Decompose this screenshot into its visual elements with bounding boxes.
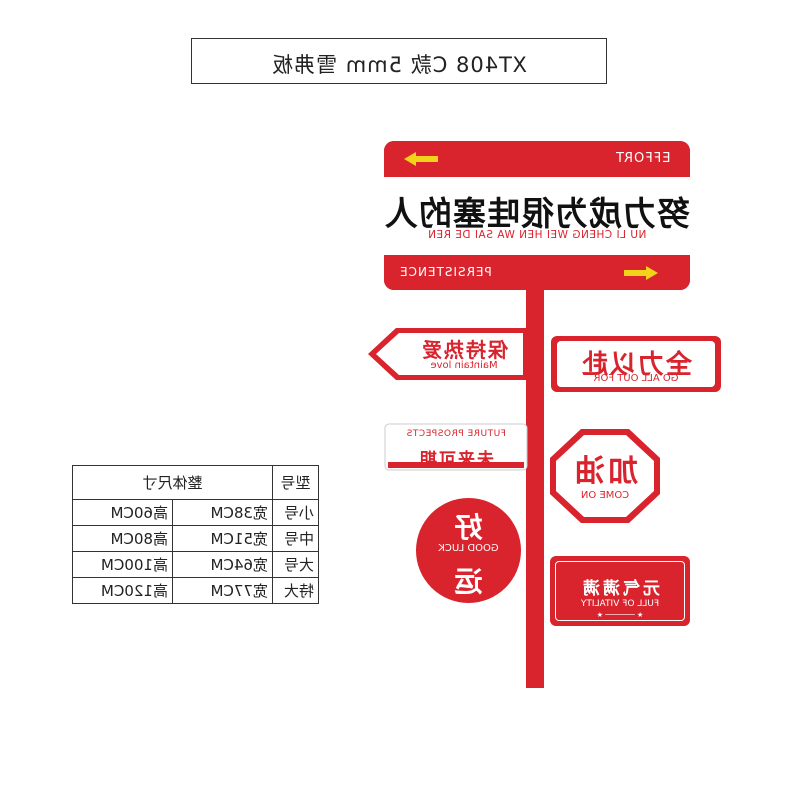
come-on-sign: 加油 COME ON — [549, 428, 661, 524]
cell-model: 中号 — [272, 525, 319, 552]
header-dimensions: 整体尺寸 — [72, 465, 273, 500]
keep-love-sign: 保持热爱 Maintain love — [366, 326, 530, 382]
vitality-english: FULL OF VITALITY — [580, 599, 660, 609]
main-sign-chinese: 努力成为很哇塞的人 — [384, 194, 690, 233]
arrow-left-icon — [404, 152, 438, 166]
cell-width: 宽51CM — [172, 525, 273, 552]
product-title-box: XT408 C款 5mm 雪弗板 — [191, 38, 607, 84]
come-on-english: COME ON — [580, 490, 630, 501]
effort-label: EFFORT — [614, 151, 670, 166]
sign-pole — [526, 285, 544, 688]
cell-width: 宽64CM — [172, 551, 273, 578]
all-out-panel: 全力以赴 GO ALL OUT FOR — [557, 341, 715, 387]
vitality-sign: 元气满满 FULL OF VITALITY ★ ─────── ★ — [550, 556, 690, 626]
table-row: 特大 宽77CM 高120CM — [72, 577, 319, 604]
all-out-english: GO ALL OUT FOR — [593, 373, 679, 384]
size-table: 型号 整体尺寸 小号 宽38CM 高60CM 中号 宽51CM 高80CM 大号… — [72, 465, 319, 604]
good-luck-top-char: 好 — [454, 511, 483, 544]
good-luck-english: GOOD LUCK — [438, 543, 499, 554]
table-row: 中号 宽51CM 高80CM — [72, 525, 319, 552]
arrow-sign-shape — [368, 328, 528, 380]
cell-width: 宽38CM — [172, 499, 273, 526]
cell-width: 宽77CM — [172, 577, 273, 604]
cell-model: 大号 — [272, 551, 319, 578]
future-english: FUTURE PROSPECTS — [406, 429, 506, 439]
cell-model: 小号 — [272, 499, 319, 526]
good-luck-bottom-char: 运 — [454, 565, 483, 598]
cell-height: 高120CM — [72, 577, 173, 604]
main-sign: EFFORT 努力成为很哇塞的人 NU LI CHENG WEI HEN WA … — [384, 141, 690, 290]
future-sign-shape — [384, 423, 528, 471]
table-header-row: 型号 整体尺寸 — [72, 465, 319, 500]
header-model: 型号 — [272, 465, 319, 500]
vitality-stars: ★ ─────── ★ — [596, 611, 644, 619]
table-row: 大号 宽64CM 高100CM — [72, 551, 319, 578]
main-sign-top-band: EFFORT — [384, 141, 690, 177]
arrow-right-icon — [624, 266, 658, 280]
keep-love-english: Maintain love — [430, 360, 498, 371]
future-chinese: 未来可期 — [418, 450, 494, 470]
cell-height: 高100CM — [72, 551, 173, 578]
all-out-sign: 全力以赴 GO ALL OUT FOR — [551, 336, 721, 392]
cell-height: 高60CM — [72, 499, 173, 526]
vitality-border: 元气满满 FULL OF VITALITY ★ ─────── ★ — [555, 561, 685, 621]
cell-model: 特大 — [272, 577, 319, 604]
cell-height: 高80CM — [72, 525, 173, 552]
good-luck-sign: 好 GOOD LUCK 运 — [416, 498, 521, 603]
keep-love-chinese: 保持热爱 — [420, 338, 508, 362]
future-sign: FUTURE PROSPECTS 未来可期 — [384, 423, 528, 471]
octagon-shape — [550, 429, 660, 523]
product-title: XT408 C款 5mm 雪弗板 — [271, 53, 527, 77]
main-sign-white-panel: 努力成为很哇塞的人 NU LI CHENG WEI HEN WA SAI DE … — [384, 177, 690, 255]
persistence-label: PERSISTENCE — [399, 265, 492, 279]
vitality-chinese: 元气满满 — [580, 579, 660, 599]
table-row: 小号 宽38CM 高60CM — [72, 499, 319, 526]
main-sign-pinyin: NU LI CHENG WEI HEN WA SAI DE REN — [427, 229, 647, 241]
come-on-chinese: 加油 — [572, 454, 638, 489]
main-sign-bottom-band: PERSISTENCE — [384, 255, 690, 290]
